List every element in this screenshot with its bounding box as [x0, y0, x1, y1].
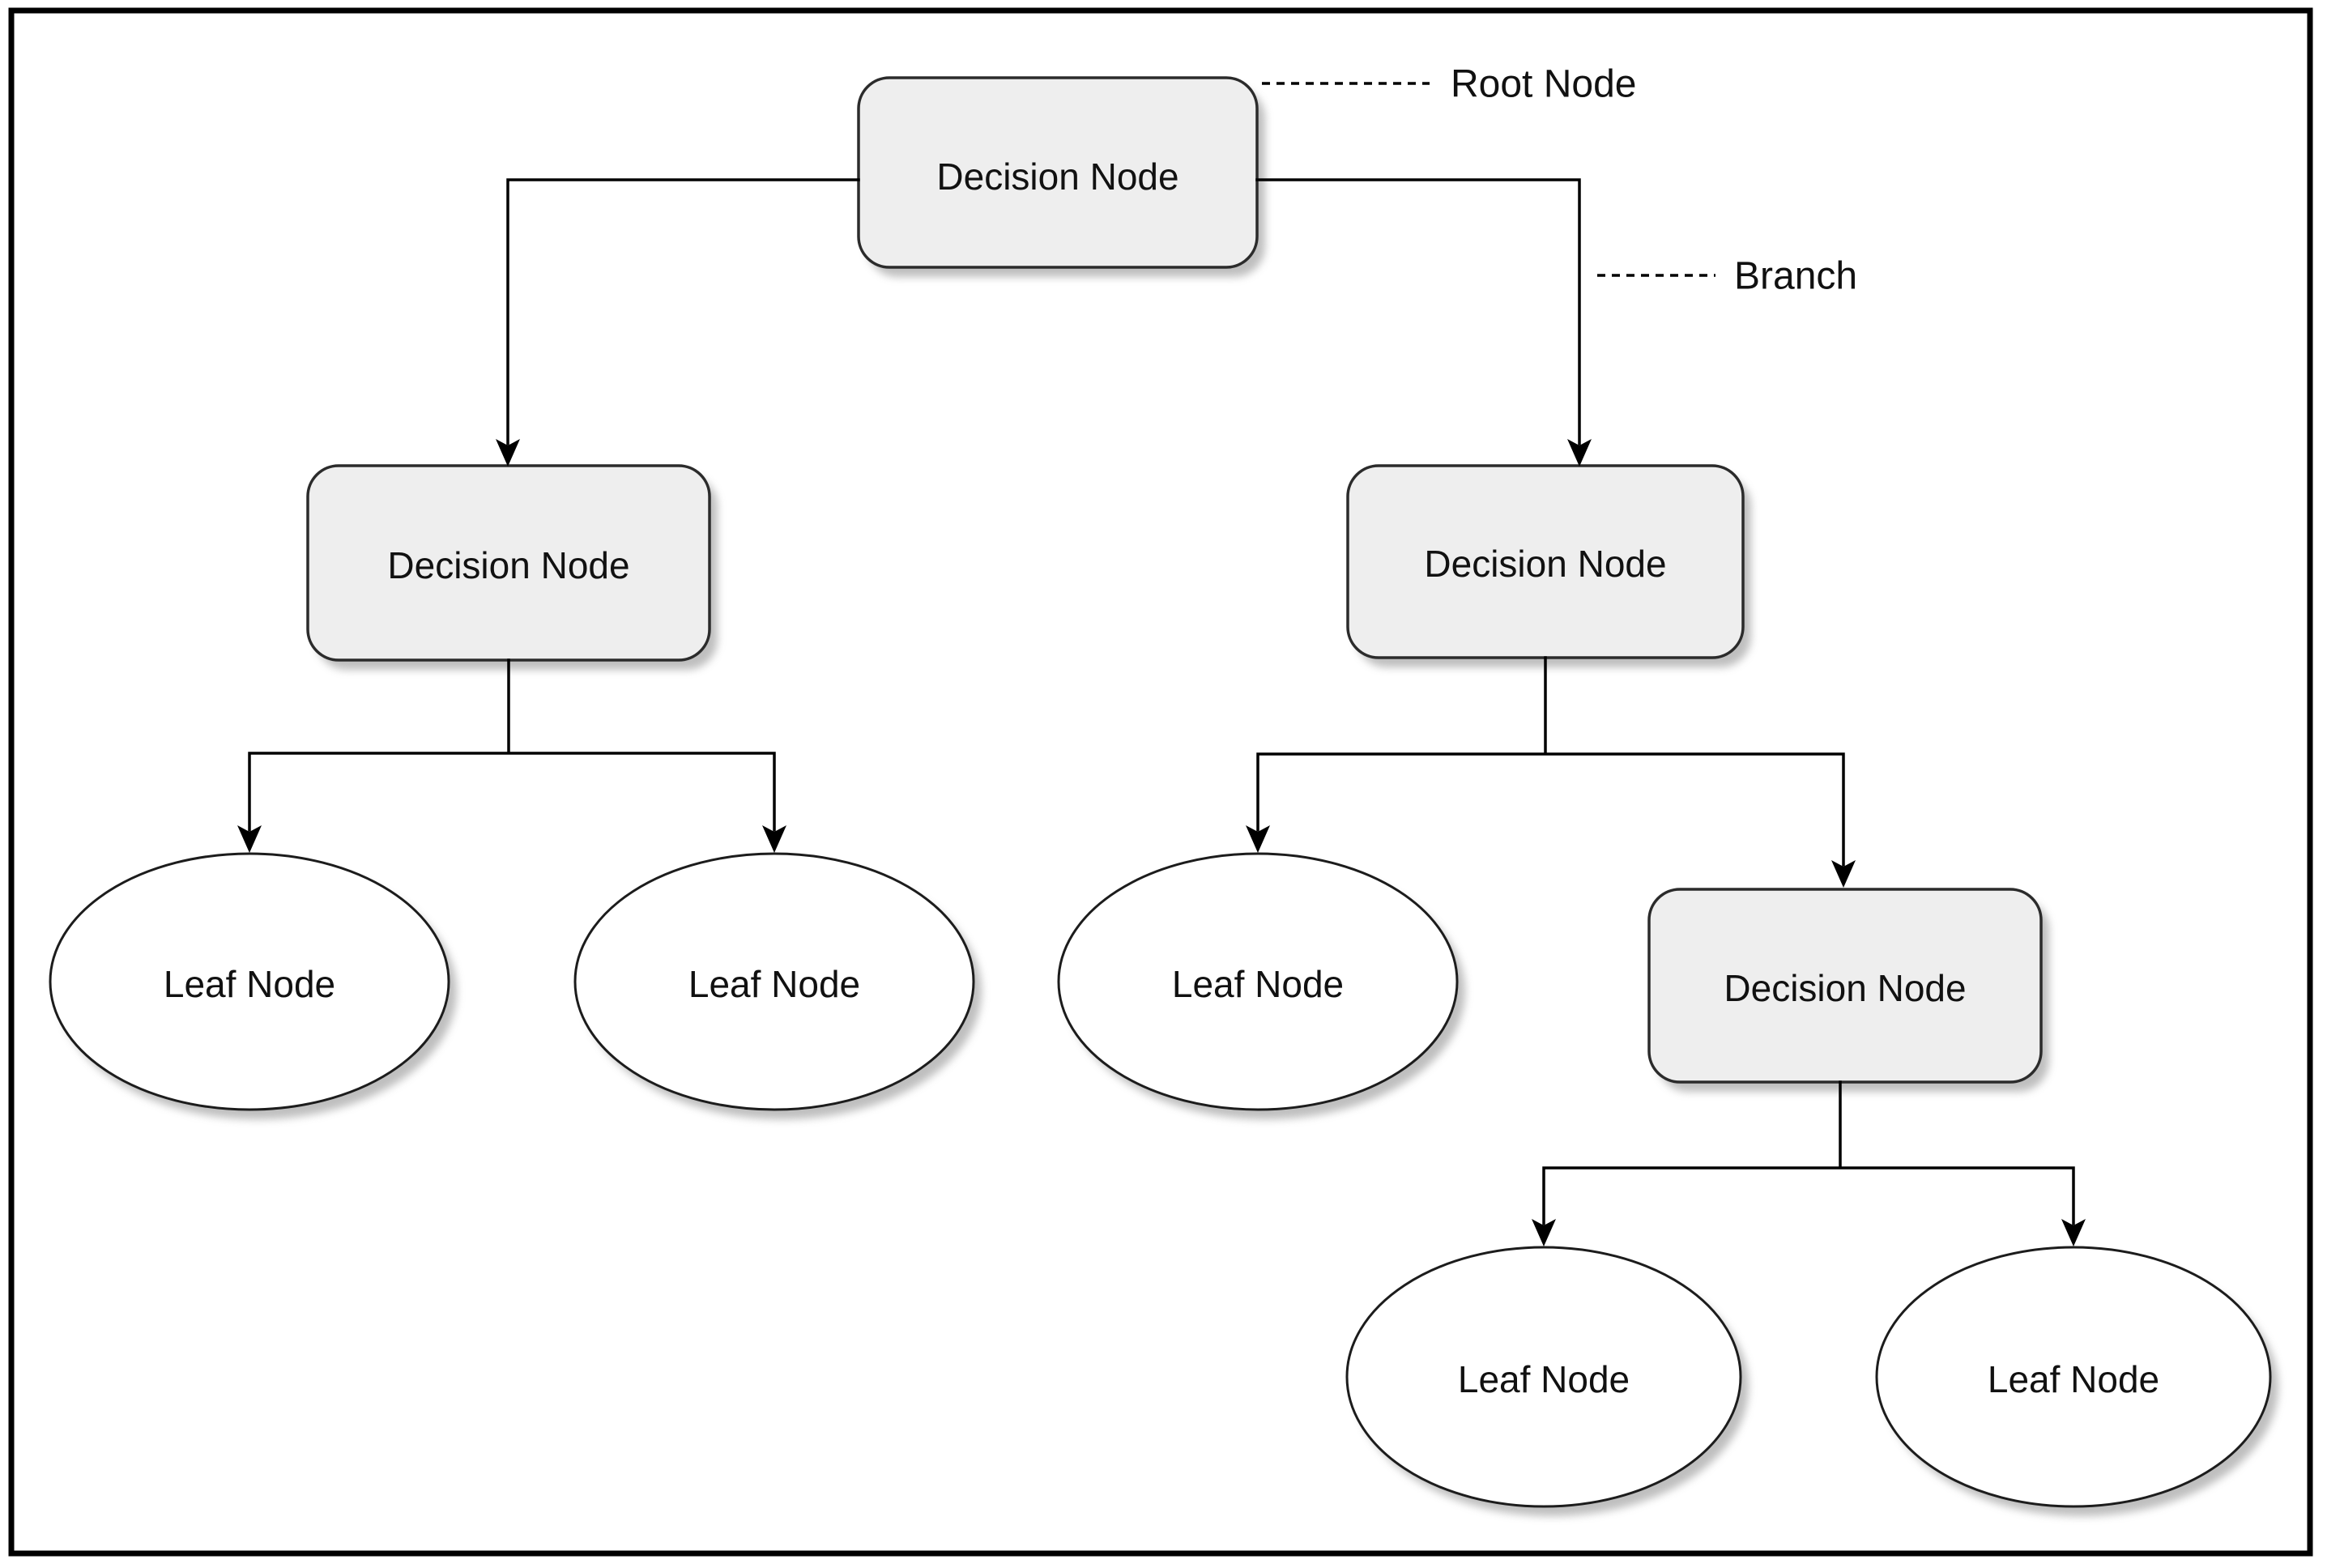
connector-left-to-leaves [237, 658, 786, 853]
connector-line [1542, 1080, 2075, 1225]
node-leaf-left-1: Leaf Node [49, 852, 457, 1119]
decision-node-label: Decision Node [387, 544, 629, 586]
annotation-branch: Branch [1597, 255, 1857, 298]
node-leaf-left-2: Leaf Node [573, 852, 982, 1119]
leaf-node-shape [49, 852, 450, 1111]
leaf-node-label: Leaf Node [164, 963, 335, 1005]
decision-node-label: Decision Node [1424, 543, 1666, 585]
connector-line [1255, 178, 1581, 445]
diagram-border [8, 7, 2313, 1557]
leaf-node-label: Leaf Node [1458, 1358, 1630, 1400]
connector-line [1256, 656, 1845, 867]
arrowhead-down-icon [1246, 825, 1270, 853]
branch-callout-label: Branch [1734, 255, 1857, 298]
node-leaf-right-1: Leaf Node [1057, 852, 1465, 1119]
connector-root-to-left [496, 178, 860, 467]
annotation-root-node: Root Node [1262, 63, 1636, 106]
arrowhead-down-icon [1831, 860, 1856, 888]
node-decision-root: Decision Node [857, 76, 1265, 277]
node-decision-left: Decision Node [306, 464, 718, 670]
decision-node-shape [857, 76, 1259, 269]
connector-root-to-right [1255, 178, 1592, 467]
decision-node-label: Decision Node [1724, 967, 1966, 1009]
leaf-node-shape [1875, 1246, 2272, 1508]
arrowhead-down-icon [237, 825, 262, 853]
node-leaf-bottom-1: Leaf Node [1345, 1246, 1749, 1516]
arrowhead-down-icon [762, 825, 786, 853]
arrowhead-down-icon [1532, 1219, 1556, 1246]
decision-node-label: Decision Node [936, 156, 1178, 198]
leaf-node-shape [1345, 1246, 1742, 1508]
connector-right-to-children [1246, 656, 1856, 888]
arrowhead-down-icon [496, 439, 520, 467]
node-leaf-bottom-2: Leaf Node [1875, 1246, 2278, 1516]
connector-line [248, 658, 776, 832]
decision-node-shape [1647, 888, 2043, 1084]
root-node-callout-label: Root Node [1451, 63, 1636, 106]
node-decision-lower-right: Decision Node [1647, 888, 2049, 1092]
leaf-node-label: Leaf Node [688, 963, 860, 1005]
connector-line [506, 178, 860, 445]
connector-lower-to-leaves [1532, 1080, 2086, 1246]
leaf-node-label: Leaf Node [1988, 1358, 2159, 1400]
leaf-node-label: Leaf Node [1172, 963, 1344, 1005]
arrowhead-down-icon [2061, 1219, 2086, 1246]
leaf-node-shape [573, 852, 975, 1111]
arrowhead-down-icon [1567, 439, 1592, 467]
leaf-node-shape [1057, 852, 1459, 1111]
node-decision-right: Decision Node [1346, 464, 1751, 667]
